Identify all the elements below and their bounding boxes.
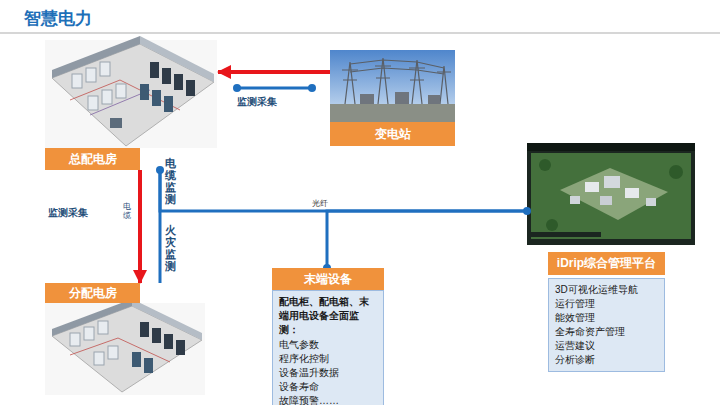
node-heading: 末端设备 — [272, 268, 384, 290]
platform-screen-picture — [527, 143, 695, 245]
body-line: 3D可视化运维导航 — [555, 283, 658, 297]
body-line: 运行管理 — [555, 297, 658, 311]
node-box: 末端设备配电柜、配电箱、末端用电设备全面监测：电气参数程序化控制设备温升数据设备… — [272, 268, 384, 405]
note-label: 火灾监测 — [165, 224, 176, 272]
note-label: 监测采集 — [237, 95, 277, 109]
body-line: 全寿命资产管理 — [555, 325, 658, 339]
link-line — [160, 170, 527, 211]
title-rule — [0, 32, 720, 34]
node-body: 配电柜、配电箱、末端用电设备全面监测：电气参数程序化控制设备温升数据设备寿命故障… — [272, 290, 384, 405]
flow-arrow — [138, 170, 142, 283]
substation-picture — [330, 50, 455, 122]
flow-arrow — [218, 70, 330, 74]
node-box: 变电站 — [330, 50, 455, 146]
note-label: 电缆监测 — [165, 157, 176, 205]
node-body: 3D可视化运维导航运行管理能效管理全寿命资产管理运营建议分析诊断 — [548, 278, 665, 372]
note-label: 监测采集 — [48, 206, 88, 220]
page-title: 智慧电力 — [24, 7, 92, 30]
node-heading: 变电站 — [330, 122, 455, 146]
node-box: 分配电房 — [45, 283, 205, 395]
body-line: 运营建议 — [555, 339, 658, 353]
sub-room-picture — [45, 299, 205, 395]
body-line: 故障预警…… — [279, 394, 377, 405]
main-room-picture — [45, 36, 217, 148]
node-box: iDrip综合管理平台 3D可视化运维导航运行管理能效管理全寿命资产管理运营建议分… — [527, 143, 695, 372]
body-line: 能效管理 — [555, 311, 658, 325]
monitor-link-line — [233, 84, 316, 92]
body-line: 设备寿命 — [279, 380, 377, 394]
node-box: 总配电房 — [45, 40, 217, 170]
body-line: 电气参数 — [279, 338, 377, 352]
link-line — [327, 211, 527, 268]
body-line: 分析诊断 — [555, 353, 658, 367]
note-label: 电缆 — [123, 203, 131, 221]
node-heading: 分配电房 — [45, 283, 140, 303]
edge-label: 光纤 — [311, 200, 329, 209]
body-line: 设备温升数据 — [279, 366, 377, 380]
body-line: 程序化控制 — [279, 352, 377, 366]
body-line: 配电柜、配电箱、末端用电设备全面监测： — [279, 295, 377, 337]
node-heading: iDrip综合管理平台 — [548, 252, 665, 275]
node-heading: 总配电房 — [45, 148, 140, 170]
